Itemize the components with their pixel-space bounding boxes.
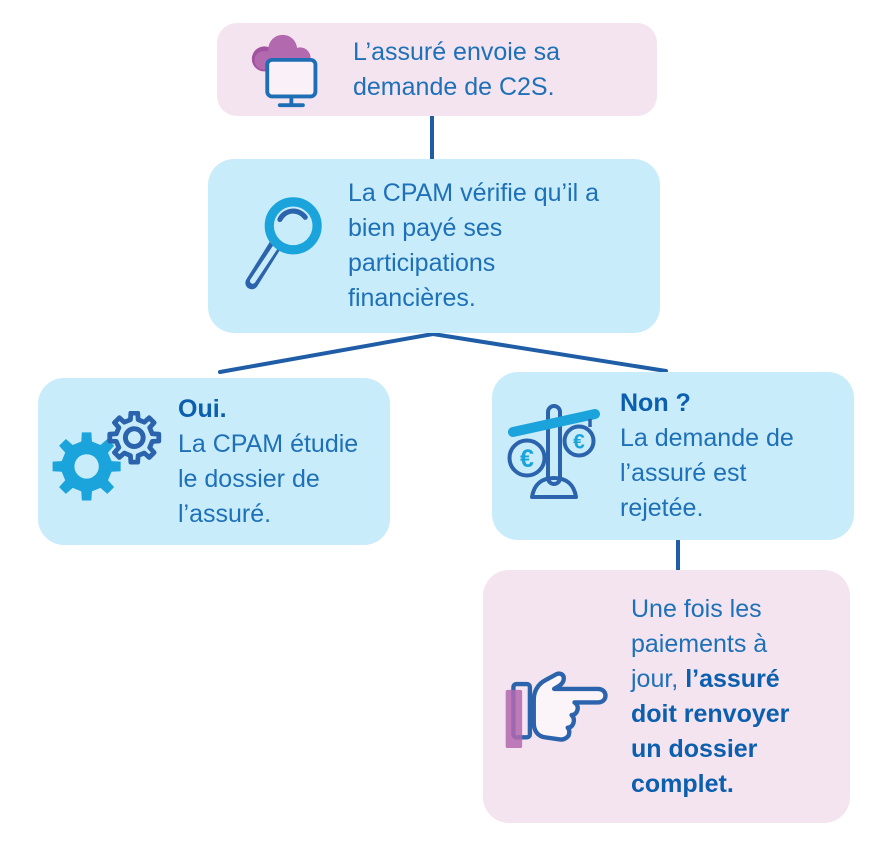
magnifier-icon: [245, 196, 322, 289]
node-no-branch-text: Non ? La demande de l’assuré est rejetée.: [620, 386, 820, 526]
node-no-branch: € € Non ? La demande de l’assuré est reje…: [492, 372, 854, 540]
pointing-hand-icon: [505, 671, 608, 749]
yes-lead: Oui.: [178, 394, 227, 423]
scales-euros-icon: € €: [507, 403, 600, 499]
node-send-request-text: L’assuré envoie sa demande de C2S.: [353, 37, 561, 101]
node-resend-file-text: Une fois les paiements à jour, l’assuré …: [631, 592, 811, 802]
node-yes-branch: Oui. La CPAM étudie le dossier de l’assur…: [38, 378, 390, 545]
no-lead: Non ?: [620, 389, 691, 417]
gears-icon: [52, 411, 172, 500]
connector-verify-branches: [218, 332, 668, 374]
cloud-computer-icon: [251, 34, 318, 108]
node-cpam-verify: La CPAM vérifie qu’il a bien payé ses pa…: [208, 159, 660, 333]
node-resend-file: Une fois les paiements à jour, l’assuré …: [483, 570, 850, 823]
node-yes-branch-text: Oui. La CPAM étudie le dossier de l’assur…: [178, 392, 373, 532]
euro-symbol-right: €: [573, 430, 585, 453]
node-cpam-verify-text: La CPAM vérifie qu’il a bien payé ses pa…: [348, 179, 600, 312]
yes-body: La CPAM étudie le dossier de l’assuré.: [178, 429, 359, 528]
no-body: La demande de l’assuré est rejetée.: [620, 424, 794, 522]
resend-normal: Une fois les paiements à jour,: [631, 594, 768, 693]
euro-symbol-left: €: [520, 445, 534, 473]
node-send-request: L’assuré envoie sa demande de C2S.: [217, 23, 657, 116]
resend-bold: l’assuré doit renvoyer un dossier comple…: [631, 664, 790, 798]
